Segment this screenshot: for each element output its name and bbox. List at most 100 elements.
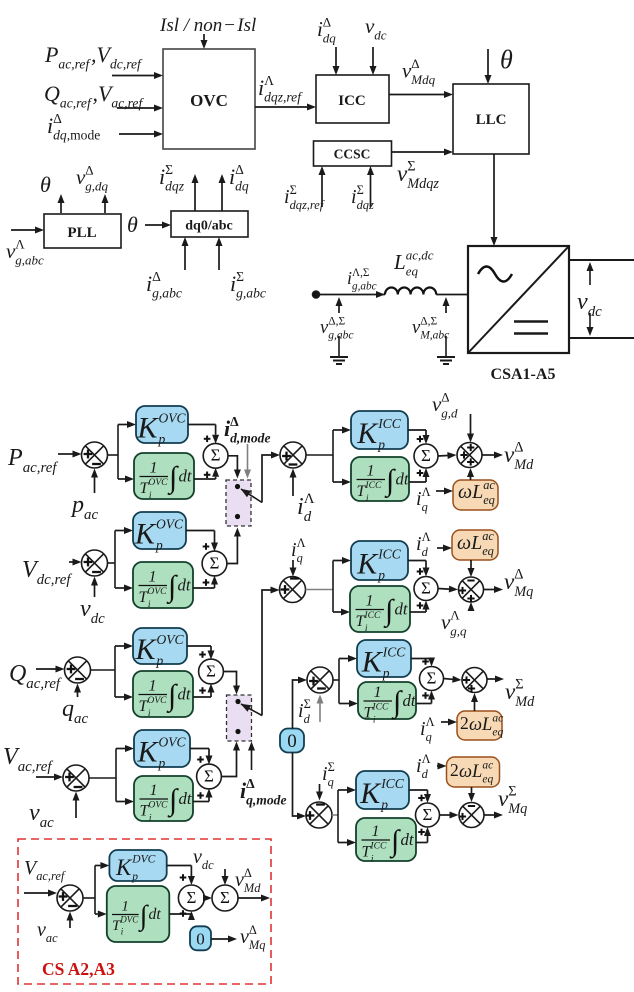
- svg-text:,V: ,V: [93, 81, 115, 106]
- svg-text:M,abc: M,abc: [419, 330, 449, 342]
- svg-text:q,mode: q,mode: [246, 793, 286, 808]
- svg-text:ac: ac: [482, 529, 494, 543]
- svg-text:ICC: ICC: [377, 416, 402, 431]
- svg-text:v: v: [505, 679, 516, 704]
- svg-text:Δ: Δ: [514, 440, 523, 456]
- svg-text:θ: θ: [500, 45, 513, 74]
- svg-text:DVC: DVC: [131, 854, 155, 866]
- svg-text:Λ,Σ: Λ,Σ: [352, 267, 369, 279]
- svg-text:eq: eq: [482, 544, 494, 558]
- svg-text:OVC: OVC: [147, 695, 167, 706]
- svg-text:V: V: [22, 557, 39, 583]
- svg-text:q: q: [328, 775, 334, 789]
- svg-text:ac: ac: [483, 478, 495, 492]
- svg-text:i: i: [224, 416, 231, 441]
- svg-text:q: q: [422, 500, 428, 514]
- svg-text:ICC: ICC: [371, 702, 389, 713]
- svg-text:Δ: Δ: [53, 111, 62, 126]
- svg-text:∫: ∫: [166, 570, 178, 605]
- svg-text:ICC: ICC: [380, 776, 405, 791]
- svg-text:θ: θ: [127, 212, 138, 237]
- svg-text:dt: dt: [401, 830, 414, 849]
- svg-text:L: L: [393, 250, 406, 274]
- svg-text:Isl: Isl: [236, 15, 256, 36]
- svg-text:v: v: [193, 846, 202, 868]
- svg-text:v: v: [29, 800, 40, 826]
- svg-text:dc: dc: [202, 858, 214, 872]
- svg-text:i: i: [230, 271, 236, 296]
- svg-text:∫: ∫: [166, 679, 178, 714]
- svg-text:1: 1: [150, 460, 158, 477]
- svg-text:v: v: [402, 59, 412, 83]
- svg-text:v: v: [397, 161, 408, 186]
- svg-text:dc,ref: dc,ref: [110, 57, 143, 72]
- svg-text:0: 0: [287, 731, 297, 752]
- svg-text:Δ: Δ: [244, 866, 252, 880]
- svg-text:Md: Md: [514, 694, 535, 710]
- svg-text:2: 2: [450, 760, 459, 780]
- svg-text:v: v: [412, 318, 421, 338]
- svg-text:i: i: [149, 490, 152, 501]
- svg-text:i: i: [291, 539, 297, 561]
- svg-text:Σ: Σ: [211, 446, 221, 465]
- svg-text:K: K: [134, 517, 157, 550]
- svg-text:i: i: [47, 113, 53, 138]
- svg-text:V: V: [24, 857, 39, 879]
- svg-text:dt: dt: [403, 691, 416, 710]
- svg-text:dqz,ref: dqz,ref: [264, 90, 303, 105]
- svg-text:p: p: [382, 665, 390, 680]
- svg-text:K: K: [356, 547, 379, 580]
- svg-text:g,dq: g,dq: [85, 178, 108, 193]
- svg-text:Σ: Σ: [421, 446, 431, 465]
- svg-text:OVC: OVC: [156, 516, 184, 531]
- svg-text:T: T: [362, 844, 372, 861]
- svg-text:OVC: OVC: [148, 477, 168, 488]
- svg-text:Δ: Δ: [411, 56, 419, 71]
- svg-text:K: K: [115, 855, 133, 880]
- svg-text:Δ: Δ: [323, 15, 331, 30]
- svg-text:−: −: [224, 15, 235, 36]
- svg-text:v: v: [504, 442, 515, 467]
- svg-text:v: v: [432, 392, 442, 416]
- svg-text:q: q: [62, 696, 74, 722]
- svg-text:OVC: OVC: [159, 410, 187, 425]
- svg-text:Δ,Σ: Δ,Σ: [328, 316, 345, 328]
- svg-text:Mq: Mq: [513, 584, 533, 600]
- svg-text:Λ: Λ: [264, 73, 274, 88]
- svg-text:p: p: [131, 871, 138, 883]
- svg-text:Δ: Δ: [514, 567, 523, 583]
- svg-text:eq: eq: [406, 263, 419, 278]
- svg-text:i: i: [159, 164, 165, 189]
- svg-text:V: V: [3, 744, 20, 770]
- svg-text:1: 1: [367, 463, 375, 480]
- svg-text:CSA1-A5: CSA1-A5: [491, 366, 556, 383]
- svg-text:CS A2,A3: CS A2,A3: [42, 959, 115, 979]
- svg-text:Δ: Δ: [85, 163, 93, 178]
- svg-text:Δ: Δ: [230, 414, 239, 429]
- svg-text:p: p: [158, 431, 166, 446]
- svg-text:1: 1: [366, 593, 374, 610]
- svg-text:Λ: Λ: [422, 752, 431, 766]
- svg-text:v: v: [240, 926, 249, 948]
- svg-text:OVC: OVC: [157, 632, 185, 647]
- svg-text:dt: dt: [395, 600, 408, 619]
- svg-text:i: i: [149, 813, 152, 824]
- svg-text:Σ: Σ: [186, 888, 196, 907]
- svg-text:v: v: [320, 318, 329, 338]
- svg-text:i: i: [351, 186, 357, 208]
- svg-text:p: p: [155, 537, 163, 552]
- svg-text:Σ: Σ: [204, 766, 214, 785]
- svg-text:Δ,Σ: Δ,Σ: [420, 316, 437, 328]
- svg-text:g,abc: g,abc: [15, 252, 44, 267]
- svg-text:ICC: ICC: [338, 93, 366, 109]
- svg-text:ωL: ωL: [458, 481, 483, 503]
- svg-text:p: p: [156, 653, 164, 668]
- svg-text:eq: eq: [482, 774, 493, 786]
- svg-text:i: i: [373, 715, 376, 726]
- svg-text:T: T: [112, 918, 122, 934]
- svg-text:i: i: [121, 927, 124, 937]
- svg-text:,V: ,V: [91, 42, 113, 67]
- svg-text:dq0/abc: dq0/abc: [185, 219, 232, 234]
- svg-text:Q: Q: [9, 661, 26, 687]
- svg-text:Σ: Σ: [206, 661, 216, 680]
